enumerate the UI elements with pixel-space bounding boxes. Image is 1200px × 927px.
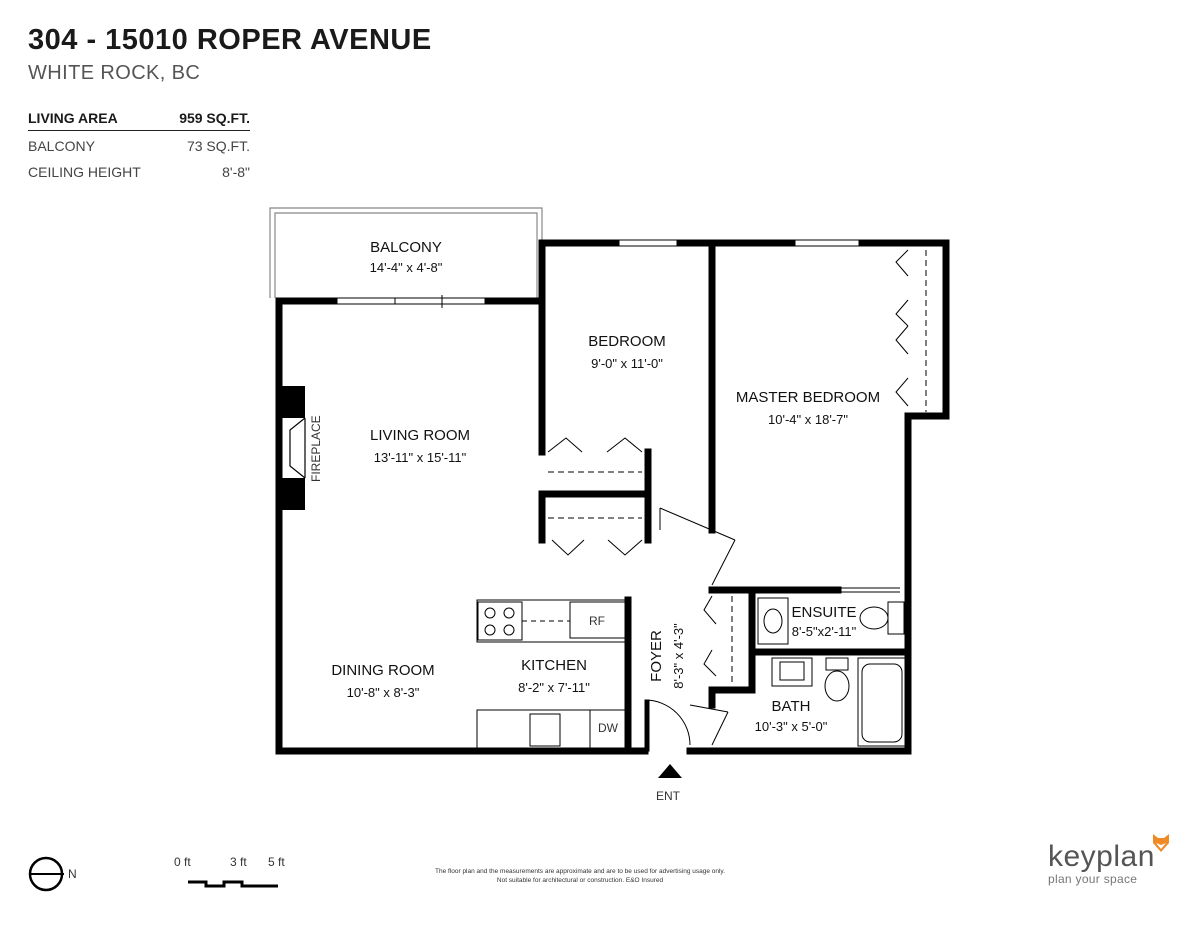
brand-tagline: plan your space <box>1048 872 1138 886</box>
city-subtitle: WHITE ROCK, BC <box>28 62 201 84</box>
scale-label-5: 5 ft <box>268 855 285 869</box>
fridge-label: RF <box>589 614 605 628</box>
living-room-name: LIVING ROOM <box>370 427 470 444</box>
balcony-name: BALCONY <box>370 239 442 256</box>
entry-label: ENT <box>656 789 681 803</box>
fireplace: FIREPLACE <box>279 386 323 510</box>
address-title: 304 - 15010 ROPER AVENUE <box>28 24 432 56</box>
ensuite-name: ENSUITE <box>791 604 856 621</box>
closet-doors <box>547 249 927 684</box>
room-labels: BALCONY 14'-4" x 4'-8" BEDROOM 9'-0" x 1… <box>331 239 880 734</box>
foyer-dims: 8'-3" x 4'-3" <box>671 623 686 689</box>
bedroom-name: BEDROOM <box>588 333 666 350</box>
fox-icon <box>1153 834 1169 852</box>
compass-label: N <box>68 867 77 881</box>
bath-name: BATH <box>772 698 811 715</box>
kitchen-fixtures <box>476 599 629 752</box>
disclaimer: The floor plan and the measurements are … <box>400 867 760 885</box>
ensuite-dims: 8'-5"x2'-11" <box>792 624 857 639</box>
foyer-name: FOYER <box>648 630 665 682</box>
brand-name: keyplan <box>1048 840 1155 873</box>
kitchen-name: KITCHEN <box>521 657 587 674</box>
disclaimer-line-1: The floor plan and the measurements are … <box>434 868 726 875</box>
stat-row-ceiling-height: CEILING HEIGHT 8'-8" <box>28 159 250 185</box>
fireplace-label: FIREPLACE <box>309 415 323 482</box>
stat-row-living-area: LIVING AREA 959 SQ.FT. <box>28 106 250 131</box>
stat-value: 959 SQ.FT. <box>179 110 250 126</box>
bedroom-dims: 9'-0" x 11'-0" <box>591 356 663 371</box>
stat-label: CEILING HEIGHT <box>28 164 141 180</box>
master-bedroom-name: MASTER BEDROOM <box>736 389 880 406</box>
windows <box>334 239 862 308</box>
scale-label-0: 0 ft <box>174 855 191 869</box>
stat-row-balcony: BALCONY 73 SQ.FT. <box>28 133 250 159</box>
balcony-dims: 14'-4" x 4'-8" <box>370 260 443 275</box>
kitchen-dims: 8'-2" x 7'-11" <box>518 680 590 695</box>
bath-fixtures <box>757 597 907 747</box>
keyplan-logo: keyplan plan your space <box>1048 834 1169 886</box>
dining-room-name: DINING ROOM <box>331 662 434 679</box>
dishwasher-label: DW <box>598 721 619 735</box>
bath-dims: 10'-3" x 5'-0" <box>755 719 828 734</box>
stat-label: BALCONY <box>28 138 95 154</box>
master-bedroom-dims: 10'-4" x 18'-7" <box>768 412 848 427</box>
living-room-dims: 13'-11" x 15'-11" <box>374 450 467 465</box>
compass-icon: N <box>28 856 77 892</box>
scale-bar: 0 ft 3 ft 5 ft <box>174 855 285 888</box>
stat-value: 8'-8" <box>222 164 250 180</box>
area-stats-table: LIVING AREA 959 SQ.FT. BALCONY 73 SQ.FT.… <box>28 106 250 185</box>
stat-label: LIVING AREA <box>28 110 118 126</box>
scale-label-3: 3 ft <box>230 855 247 869</box>
doors <box>644 507 900 752</box>
disclaimer-line-2: Not suitable for architectural or constr… <box>496 877 664 884</box>
dining-room-dims: 10'-8" x 8'-3" <box>347 685 420 700</box>
stat-value: 73 SQ.FT. <box>186 138 250 154</box>
entry-marker: ENT <box>656 764 682 803</box>
